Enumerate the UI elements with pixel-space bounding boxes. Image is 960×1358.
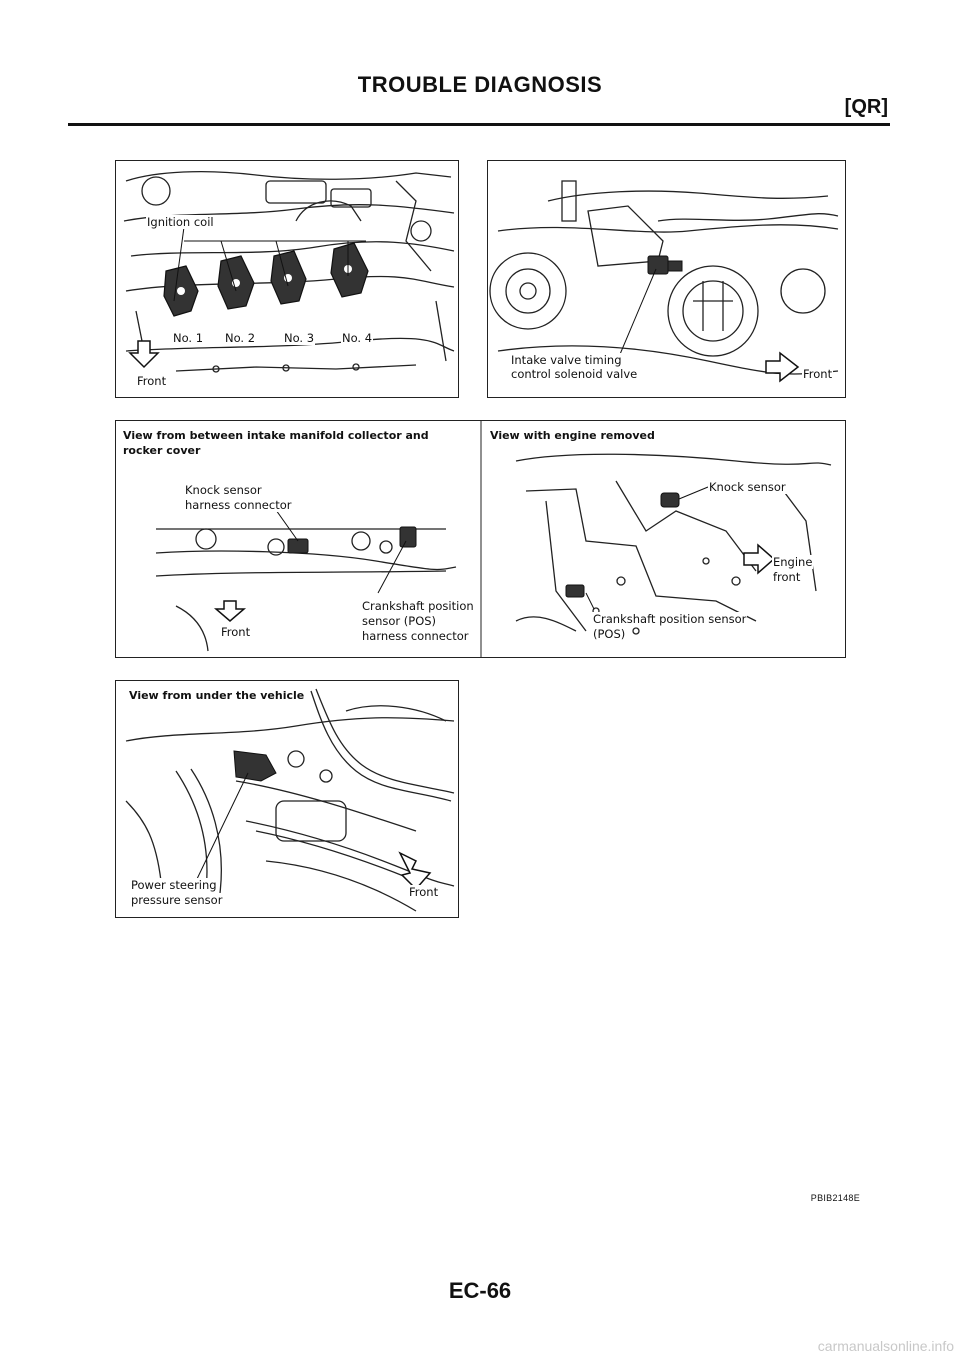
figure-reference-code: PBIB2148E: [810, 1193, 860, 1203]
left-view-heading-line1: View from between intake manifold collec…: [123, 429, 429, 442]
knock-sensor-label: Knock sensor: [708, 480, 787, 494]
crank-connector-label-line3: harness connector: [361, 629, 470, 643]
left-view-heading-line2: rocker cover: [123, 444, 201, 457]
coil-no3-label: No. 3: [283, 331, 316, 345]
coil-no4-label: No. 4: [341, 331, 374, 345]
knock-crank-drawing: [155, 421, 832, 657]
engine-front-label-line1: Engine: [772, 555, 814, 569]
right-view-heading: View with engine removed: [490, 429, 655, 442]
crank-sensor-label-line2: (POS): [592, 627, 627, 641]
front-label: Front: [136, 374, 168, 388]
valve-timing-label-line2: control solenoid valve: [510, 367, 639, 381]
section-code: [QR]: [844, 96, 888, 118]
under-vehicle-heading: View from under the vehicle: [129, 689, 305, 702]
power-steering-figure: View from under the vehicle Power steeri…: [115, 680, 459, 918]
watermark: carmanualsonline.info: [817, 1338, 954, 1354]
knock-connector-label-line2: harness connector: [184, 498, 293, 512]
ignition-coil-label: Ignition coil: [146, 215, 215, 229]
coil-no2-label: No. 2: [224, 331, 257, 345]
page-title: TROUBLE DIAGNOSIS: [357, 72, 603, 97]
engine-front-label-line2: front: [772, 570, 802, 584]
front-label: Front: [220, 625, 252, 639]
crank-connector-label-line1: Crankshaft position: [361, 599, 475, 613]
valve-timing-label-line1: Intake valve timing: [510, 353, 623, 367]
page-number: EC-66: [448, 1278, 512, 1303]
header-rule: [68, 123, 890, 126]
power-steering-drawing: [125, 688, 455, 912]
knock-crank-figure: View from between intake manifold collec…: [115, 420, 846, 658]
power-steering-label-line1: Power steering: [130, 878, 218, 892]
knock-connector-label-line1: Knock sensor: [184, 483, 263, 497]
crank-connector-label-line2: sensor (POS): [361, 614, 438, 628]
front-label: Front: [802, 367, 834, 381]
ignition-coil-figure: Ignition coil No. 1 No. 2 No. 3 No. 4 Fr…: [115, 160, 459, 398]
coil-no1-label: No. 1: [172, 331, 205, 345]
ignition-coil-drawing: [123, 171, 455, 373]
power-steering-label-line2: pressure sensor: [130, 893, 224, 907]
valve-timing-figure: Intake valve timing control solenoid val…: [487, 160, 846, 398]
front-label: Front: [408, 885, 440, 899]
crank-sensor-label-line1: Crankshaft position sensor: [592, 612, 748, 626]
valve-timing-drawing: [489, 180, 839, 383]
